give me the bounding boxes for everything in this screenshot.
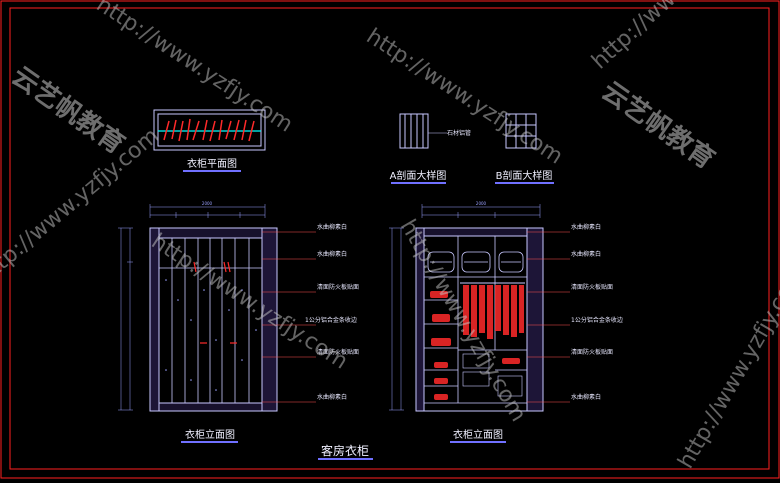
left-note-6: 水曲柳素白 bbox=[317, 393, 347, 401]
right-note-3: 清面防火板贴面 bbox=[571, 283, 613, 291]
left-note-3: 清面防火板贴面 bbox=[317, 283, 359, 291]
watermark-url-5: http://www.yzfjy.com bbox=[395, 216, 531, 427]
main-title: 客房衣柜 bbox=[321, 443, 369, 458]
watermark-brand-2: 云艺帆教育 bbox=[596, 75, 720, 175]
watermark-url-6: http://www.yzfjy.com bbox=[587, 0, 774, 74]
section-a-note: 石材铝管 bbox=[447, 129, 471, 137]
wardrobe-elevation-right: 2000 bbox=[389, 201, 623, 443]
section-b-detail: B剖面大样图 bbox=[495, 113, 554, 184]
right-note-1: 水曲柳素白 bbox=[571, 223, 601, 231]
watermark-url-7: http://www.yzfjy.com bbox=[674, 262, 780, 473]
plan-title: 衣柜平面图 bbox=[187, 157, 237, 170]
right-note-5: 清面防火板贴面 bbox=[571, 348, 613, 356]
elevation-left-title: 衣柜立面图 bbox=[185, 428, 235, 441]
watermark-brand-1: 云艺帆教育 bbox=[6, 60, 130, 160]
wardrobe-plan: 衣柜平面图 bbox=[153, 109, 266, 172]
elevation-right-title: 衣柜立面图 bbox=[453, 428, 503, 441]
svg-text:2000: 2000 bbox=[476, 201, 487, 206]
right-note-4: 1公分铝合金条收边 bbox=[571, 316, 623, 324]
wardrobe-elevation-left: 2000 bbox=[118, 201, 359, 443]
left-note-2: 水曲柳素白 bbox=[317, 250, 347, 258]
watermark-layer: http://www.yzfjy.com http://www.yzfjy.co… bbox=[0, 0, 780, 473]
left-note-1: 水曲柳素白 bbox=[317, 223, 347, 231]
svg-text:2000: 2000 bbox=[202, 201, 213, 206]
watermark-url-2: http://www.yzfjy.com bbox=[362, 24, 567, 169]
left-note-5: 清面防火板贴面 bbox=[317, 348, 359, 356]
section-a-detail: 石材铝管 A剖面大样图 bbox=[390, 113, 471, 184]
section-a-title: A剖面大样图 bbox=[390, 169, 447, 182]
right-note-2: 水曲柳素白 bbox=[571, 250, 601, 258]
watermark-url-1: http://www.yzfjy.com bbox=[92, 0, 297, 138]
main-title-block: 客房衣柜 bbox=[318, 443, 373, 460]
section-b-title: B剖面大样图 bbox=[496, 169, 553, 182]
left-note-4: 1公分铝合金条收边 bbox=[305, 316, 357, 324]
right-note-6: 水曲柳素白 bbox=[571, 393, 601, 401]
watermark-url-3: http://www.yzfjy.com bbox=[0, 123, 164, 289]
